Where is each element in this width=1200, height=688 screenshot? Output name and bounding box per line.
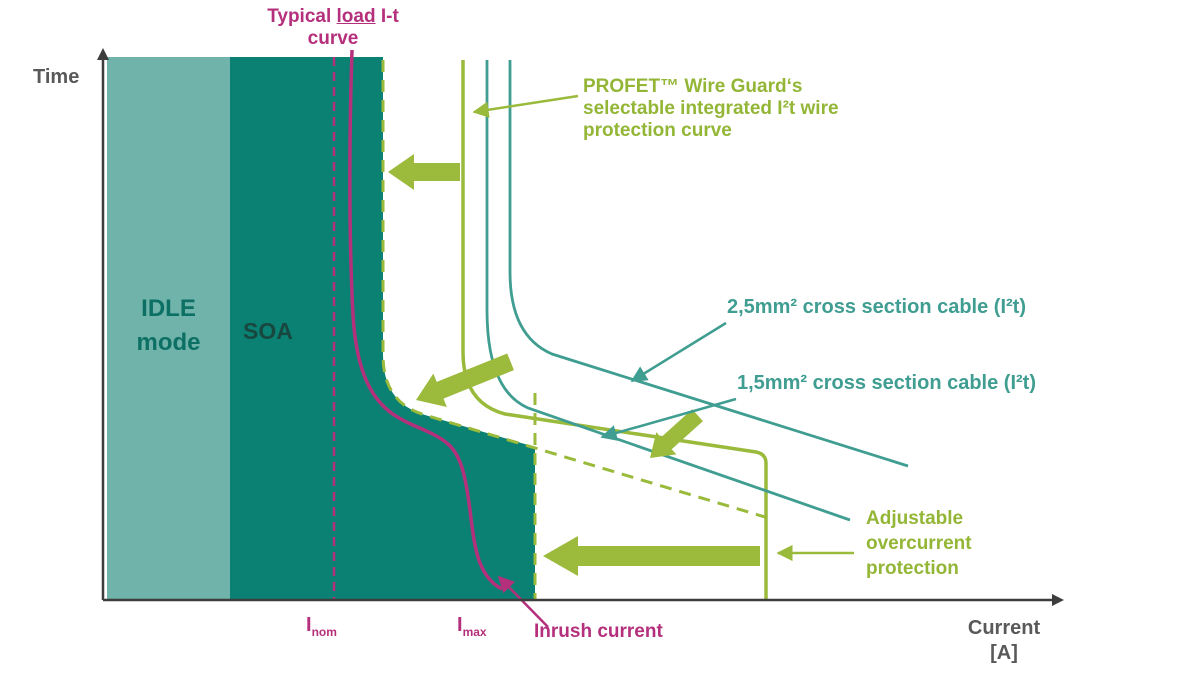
- inrush-current-label: Inrush current: [534, 621, 663, 642]
- y-axis-label: Time: [33, 66, 80, 88]
- inrush-leader-arrow: [497, 575, 549, 628]
- idle-label-line1: IDLE: [141, 295, 196, 322]
- profet-protection-label: PROFET™ Wire Guard‘s selectable integrat…: [583, 76, 839, 142]
- cable-2-5mm-curve: [508, 60, 909, 468]
- overcurrent-label-line1: Adjustable: [866, 508, 964, 529]
- shift-left-arrow-middle: [416, 353, 514, 407]
- y-axis-arrowhead: [97, 48, 109, 60]
- typical-load-label: Typical load I-t curve: [248, 6, 418, 50]
- shift-left-arrow-top: [388, 154, 460, 190]
- typical-load-suffix: I-t: [375, 6, 399, 27]
- x-axis-arrowhead: [1052, 594, 1064, 606]
- profet-leader-arrow: [472, 94, 579, 118]
- i-nom-sub: nom: [311, 625, 337, 639]
- shift-left-arrow-bottom: [543, 536, 760, 576]
- x-axis-label-line2: [A]: [990, 642, 1018, 664]
- adjustable-overcurrent-label: Adjustable overcurrent protection: [866, 506, 972, 581]
- typical-load-prefix: Typical: [267, 6, 337, 27]
- cable-1-5mm-leader-arrow: [600, 397, 737, 441]
- cable-2-5mm-leader-arrow: [630, 321, 727, 383]
- typical-load-line2: curve: [307, 28, 359, 49]
- i-nom-tick-label: Inom: [306, 614, 337, 639]
- overcurrent-label-line3: protection: [866, 558, 959, 579]
- profet-label-line3: protection curve: [583, 120, 732, 141]
- idle-region: [107, 57, 230, 600]
- i-max-sub: max: [462, 625, 487, 639]
- typical-load-underlined: load: [336, 6, 376, 27]
- i-nom-base: I: [306, 614, 312, 636]
- cable-2-5mm-label: 2,5mm² cross section cable (I²t): [727, 296, 1026, 318]
- shifted-protection-dashed-curve: [381, 60, 776, 522]
- x-axis-label: Current [A]: [956, 616, 1052, 666]
- overcurrent-label-line2: overcurrent: [866, 533, 972, 554]
- profet-label-line1: PROFET™ Wire Guard‘s: [583, 76, 803, 97]
- idle-mode-label: IDLE mode: [107, 292, 230, 360]
- shift-left-arrow-small: [650, 409, 703, 458]
- cable-1-5mm-label: 1,5mm² cross section cable (I²t): [737, 372, 1036, 394]
- idle-label-line2: mode: [136, 329, 201, 356]
- i-max-tick-label: Imax: [457, 614, 487, 639]
- i-max-base: I: [457, 614, 463, 636]
- profet-label-line2: selectable integrated I²t wire: [583, 98, 839, 119]
- x-axis-label-line1: Current: [967, 617, 1041, 639]
- soa-label: SOA: [243, 318, 293, 344]
- typical-load-curve: [348, 49, 503, 591]
